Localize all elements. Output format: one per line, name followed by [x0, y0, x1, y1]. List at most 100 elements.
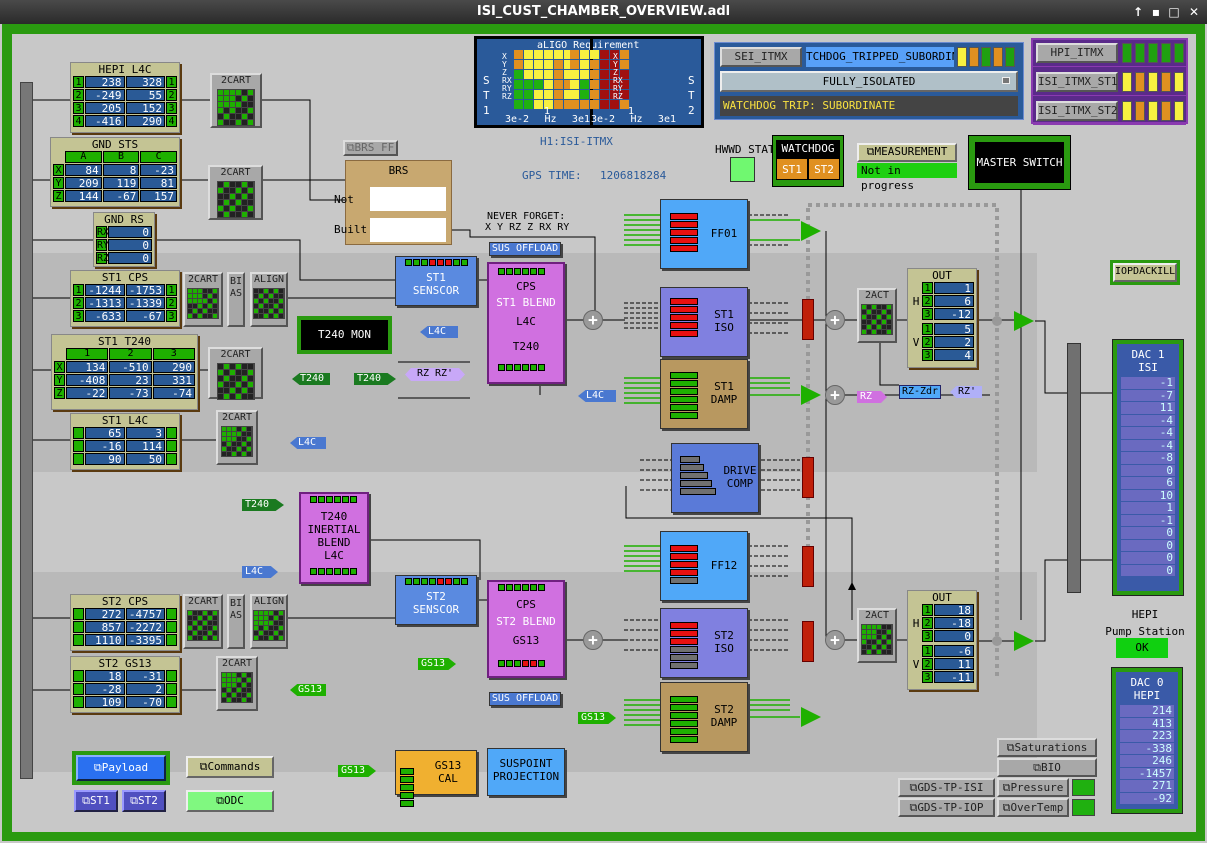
rz-rzp-tag: RZ RZ'	[405, 368, 465, 381]
blend-name: ST2 BLEND	[496, 615, 556, 628]
value-cell: -18	[934, 617, 974, 630]
value-cell: 290	[152, 361, 195, 374]
value-cell: 3	[125, 427, 165, 440]
right-scroll-bar[interactable]	[1067, 343, 1081, 593]
brs-ff-button[interactable]: ⧉BRS FF	[343, 140, 398, 156]
ff12-switch[interactable]	[802, 546, 814, 587]
pressure-button[interactable]: ⧉Pressure	[997, 778, 1069, 797]
dac-value: 214	[1120, 705, 1174, 717]
suspoint-projection-block[interactable]: SUSPOINT PROJECTION	[487, 748, 565, 796]
payload-frame: ⧉Payload	[72, 751, 170, 785]
dac-value: 1	[1121, 502, 1175, 514]
st2-button[interactable]: ⧉ST2	[122, 790, 166, 812]
bias-button[interactable]: BIAS	[227, 594, 245, 649]
column-header: 2	[109, 348, 152, 360]
maximize-button[interactable]: □	[1168, 5, 1180, 19]
cart-button[interactable]: 2CART	[183, 594, 223, 649]
sum-junction-icon: +	[583, 310, 603, 330]
requirement-cell	[620, 50, 629, 59]
cart-button[interactable]: 2CART	[210, 73, 262, 128]
iopdackill-button[interactable]: IOPDACKILL	[1113, 263, 1177, 282]
rz-tag: RZ	[857, 391, 887, 403]
row-label	[73, 427, 84, 439]
dof-label: RX	[502, 76, 512, 85]
value-cell: -12	[934, 308, 974, 321]
value-cell: 5	[934, 323, 974, 336]
blend-cps-label: CPS	[516, 280, 536, 293]
hpi-itmx-button[interactable]: HPI_ITMX	[1036, 43, 1118, 63]
cart-button[interactable]: 2CART	[208, 347, 263, 400]
dac-value: -7	[1121, 389, 1175, 401]
table-row: 2-18	[922, 617, 974, 630]
cart-button[interactable]: 2CART	[208, 165, 263, 220]
st1-blend-block[interactable]: CPS ST1 BLEND L4C T240	[487, 262, 565, 384]
drive-comp-switch[interactable]	[802, 457, 814, 498]
tick-label: 1	[628, 106, 635, 117]
state-led	[1174, 101, 1184, 121]
row-label: 2	[166, 89, 177, 101]
align-button[interactable]: ALIGN	[250, 272, 288, 327]
isi-itmx-st2-button[interactable]: ISI_ITMX_ST2	[1036, 101, 1118, 121]
act-button[interactable]: 2ACT	[857, 288, 897, 343]
rz-zdr-block[interactable]: RZ-Zdr	[899, 385, 941, 399]
row-label: 3	[73, 310, 84, 322]
align-button[interactable]: ALIGN	[250, 594, 288, 649]
sus-offload-st1[interactable]: SUS OFFLOAD	[489, 242, 561, 256]
close-button[interactable]: ✕	[1188, 5, 1200, 19]
value-cell: -74	[152, 387, 195, 400]
watchdog-st2-button[interactable]: ST2	[808, 158, 840, 180]
requirement-cell	[544, 80, 553, 89]
overtemp-button[interactable]: ⧉OverTemp	[997, 798, 1069, 817]
row-label: 2	[922, 295, 933, 307]
sei-itmx-button[interactable]: SEI_ITMX	[720, 47, 802, 67]
commands-button[interactable]: ⧉Commands	[186, 756, 274, 778]
measurement-button[interactable]: ⧉MEASUREMENT	[857, 143, 957, 162]
matrix-grid-icon	[187, 288, 219, 319]
isi-itmx-st1-button[interactable]: ISI_ITMX_ST1	[1036, 72, 1118, 92]
row-label: 1	[73, 76, 84, 88]
t240-mon-button[interactable]: T240 MON	[297, 316, 392, 354]
master-switch-button[interactable]: MASTER SWITCH	[975, 142, 1064, 183]
column-header: 3	[152, 348, 195, 360]
saturations-button[interactable]: ⧉Saturations	[997, 738, 1097, 757]
value-cell: -2272	[125, 621, 165, 634]
watchdog-st1-button[interactable]: ST1	[776, 158, 808, 180]
minimize-button[interactable]: ▪	[1151, 5, 1161, 19]
sei-mode-menu[interactable]: FULLY_ISOLATED	[720, 71, 1018, 92]
act-button[interactable]: 2ACT	[857, 608, 897, 663]
value-cell: 209	[65, 177, 102, 190]
requirement-cell	[570, 60, 579, 69]
gds-tp-iop-button[interactable]: ⧉GDS-TP-IOP	[898, 798, 995, 817]
l4c-tag: L4C	[420, 326, 458, 338]
never-forget-line2: X Y RZ Z RX RY	[485, 222, 570, 233]
sus-offload-st2[interactable]: SUS OFFLOAD	[489, 692, 561, 706]
st1-iso-switch[interactable]	[802, 299, 814, 340]
cart-button[interactable]: 2CART	[183, 272, 223, 327]
st2-iso-switch[interactable]	[802, 621, 814, 662]
cart-button[interactable]: 2CART	[216, 410, 258, 465]
blend-name: ST1 BLEND	[496, 296, 556, 309]
gds-tp-isi-button[interactable]: ⧉GDS-TP-ISI	[898, 778, 995, 797]
overtemp-status-led	[1072, 799, 1095, 816]
value-cell: 157	[140, 190, 178, 203]
bias-button[interactable]: BIAS	[227, 272, 245, 327]
keep-above-button[interactable]: ↑	[1132, 5, 1144, 19]
left-scroll-bar[interactable]	[20, 82, 33, 779]
requirement-cell	[610, 100, 619, 109]
cart-button[interactable]: 2CART	[216, 656, 258, 711]
value-cell: 0	[108, 252, 152, 265]
st1-button[interactable]: ⧉ST1	[74, 790, 118, 812]
requirement-title: aLIGO Requirement	[537, 40, 640, 51]
blend-gs13-label: GS13	[512, 634, 540, 647]
payload-button[interactable]: ⧉Payload	[76, 755, 166, 781]
bio-button[interactable]: ⧉BIO	[997, 758, 1097, 777]
odc-button[interactable]: ⧉ODC	[186, 790, 274, 812]
blend-t240-label: T240	[512, 340, 540, 353]
